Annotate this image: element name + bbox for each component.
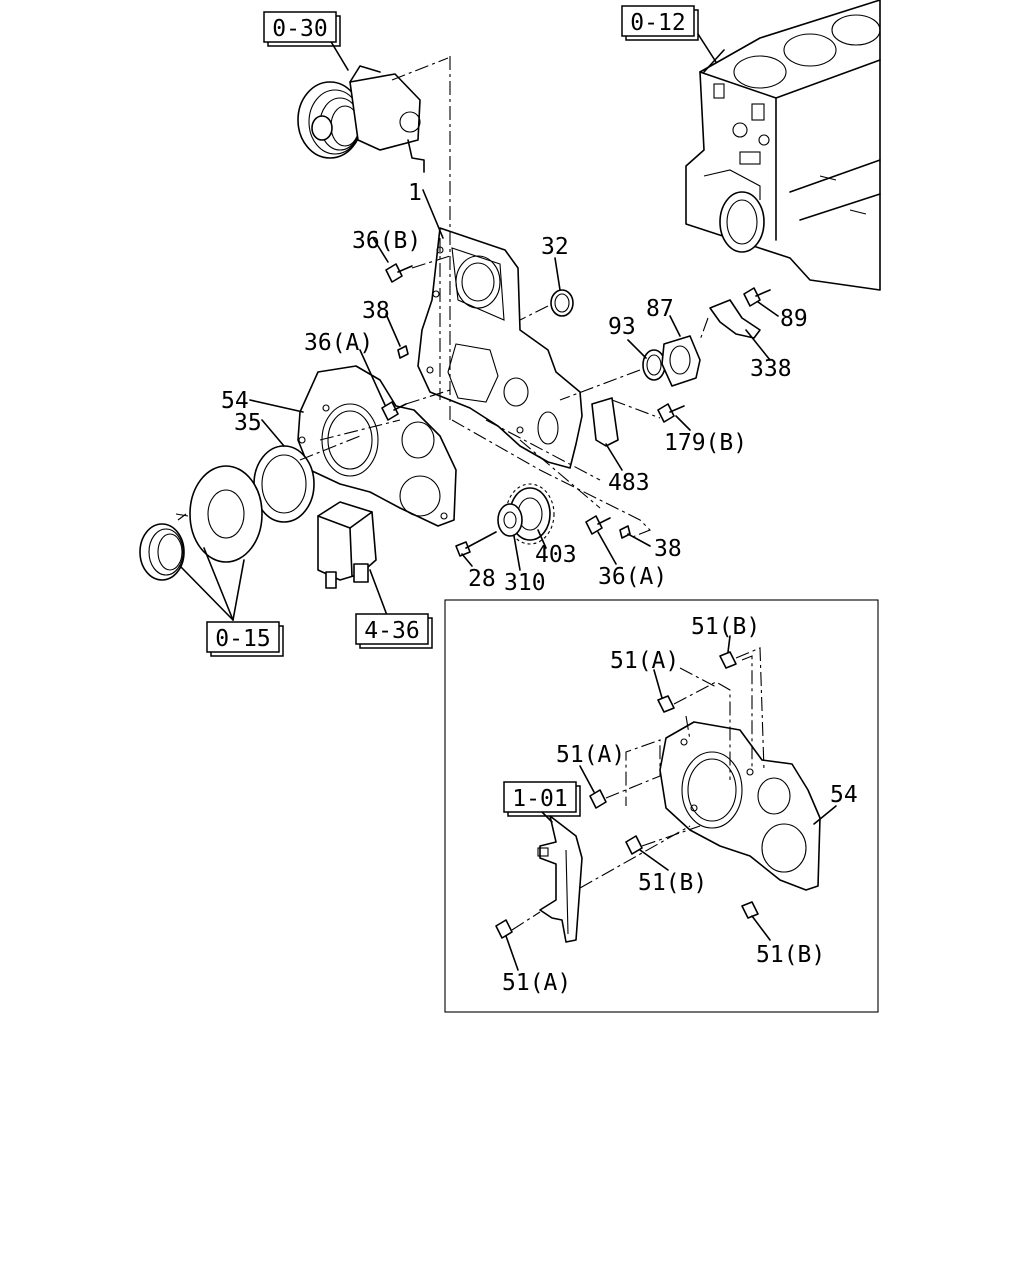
inset-callout-51b-bottom: 51(B) — [756, 942, 825, 968]
callout-310: 310 — [504, 570, 546, 596]
timing-case-illustration — [417, 227, 583, 469]
oil-pump-illustration — [317, 501, 377, 589]
callout-93: 93 — [608, 314, 636, 340]
ref-4-36-label: 4-36 — [364, 618, 419, 644]
main-callouts: 1 36(B) 32 38 36(A) 54 93 87 89 338 35 1… — [221, 180, 808, 596]
ref-box-4-36: 4-36 — [355, 613, 433, 649]
assembly-lines — [179, 33, 779, 621]
inset-callout-51a-top: 51(A) — [610, 648, 679, 674]
ref-box-0-12: 0-12 — [621, 5, 699, 41]
callout-38-upper: 38 — [362, 298, 390, 324]
callout-36a-lower: 36(A) — [598, 564, 667, 590]
front-plate-illustration — [297, 365, 457, 527]
ref-box-0-15: 0-15 — [206, 621, 284, 657]
ref-0-12-label: 0-12 — [630, 10, 685, 36]
callout-54: 54 — [221, 388, 249, 414]
callout-38-lower: 38 — [654, 536, 682, 562]
inset-callout-51b-top: 51(B) — [691, 614, 760, 640]
cylinder-block-illustration — [685, 0, 881, 291]
fasteners-illustration — [381, 263, 771, 539]
ref-0-30-label: 0-30 — [272, 16, 327, 42]
oil-seal-illustration — [253, 445, 315, 523]
callout-179b: 179(B) — [664, 430, 747, 456]
callout-403: 403 — [535, 542, 577, 568]
callout-36b: 36(B) — [352, 228, 421, 254]
inset-callout-54: 54 — [830, 782, 858, 808]
inset-callout-51a-mid: 51(A) — [556, 742, 625, 768]
inset-panel: 1-01 51(B) 51(A) 51(A) 54 51(B) 51(B) 51… — [444, 599, 879, 1013]
water-pump-illustration — [297, 57, 449, 173]
crank-gear-illustration — [455, 483, 555, 557]
callout-338: 338 — [750, 356, 792, 382]
callout-35: 35 — [234, 410, 262, 436]
ref-0-15-label: 0-15 — [215, 626, 270, 652]
callout-87: 87 — [646, 296, 674, 322]
inset-callout-51a-bottom: 51(A) — [502, 970, 571, 996]
ref-box-1-01: 1-01 — [503, 781, 581, 817]
crank-pulley-illustration — [139, 465, 263, 581]
callout-32: 32 — [541, 234, 569, 260]
callout-89: 89 — [780, 306, 808, 332]
callout-28: 28 — [468, 566, 496, 592]
callout-483: 483 — [608, 470, 650, 496]
callout-1: 1 — [408, 180, 422, 206]
callout-36a-upper: 36(A) — [304, 330, 373, 356]
ref-box-0-30: 0-30 — [263, 11, 341, 47]
inset-callout-51b-mid: 51(B) — [638, 870, 707, 896]
ref-1-01-label: 1-01 — [512, 786, 567, 812]
